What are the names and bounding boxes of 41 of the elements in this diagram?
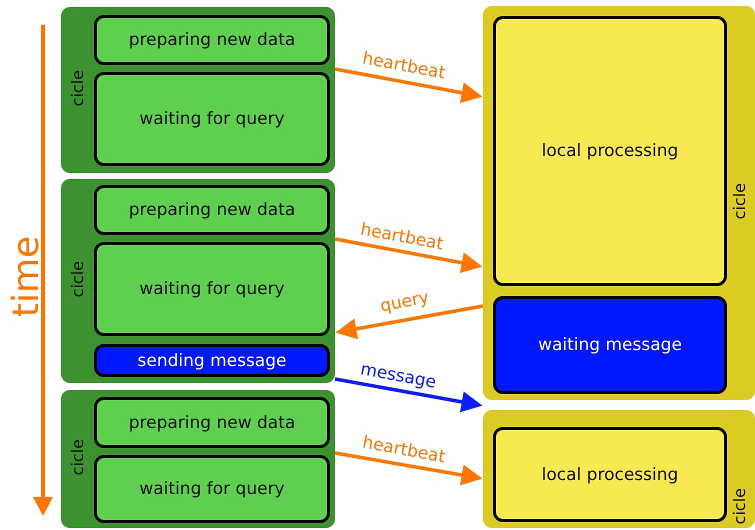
arrow [336,304,484,340]
edge-label: message [358,359,438,393]
state-box [94,455,330,523]
arrow [334,377,482,412]
state-label: preparing new data [128,30,296,50]
cycle-panel [483,410,755,528]
cycle-panel [61,390,335,528]
cycle-panel [61,7,335,173]
state-box [94,72,330,166]
state-label: local processing [542,141,678,161]
message-state-box [94,344,330,377]
edge-label: heartbeat [360,432,447,468]
cycle-panel [61,179,335,383]
message-state-box [493,296,727,394]
state-box [493,16,727,286]
state-label: sending message [138,350,286,370]
axis-label: time [6,236,48,318]
state-box [94,397,330,448]
state-box [94,185,330,235]
edge-label: heartbeat [360,48,447,84]
edge-label: heartbeat [358,220,445,254]
cycle-label: cicle [68,70,87,106]
state-label: waiting for query [139,479,285,499]
state-label: waiting message [538,335,682,355]
state-label: waiting for query [139,109,285,129]
state-label: waiting for query [139,279,285,299]
state-box [94,15,330,65]
cycle-label: cicle [730,183,749,220]
cycle-label: cicle [730,488,749,524]
cycle-label: cicle [68,261,87,298]
state-box [493,427,727,522]
cycle-label: cicle [68,439,87,476]
cycle-panel [483,6,755,400]
state-label: preparing new data [128,200,296,220]
arrow [334,237,482,274]
arrow [334,67,482,104]
state-label: local processing [542,464,678,484]
state-label: preparing new data [128,412,296,432]
edge-label: query [378,288,431,316]
state-box [94,242,330,336]
arrow [334,451,482,486]
